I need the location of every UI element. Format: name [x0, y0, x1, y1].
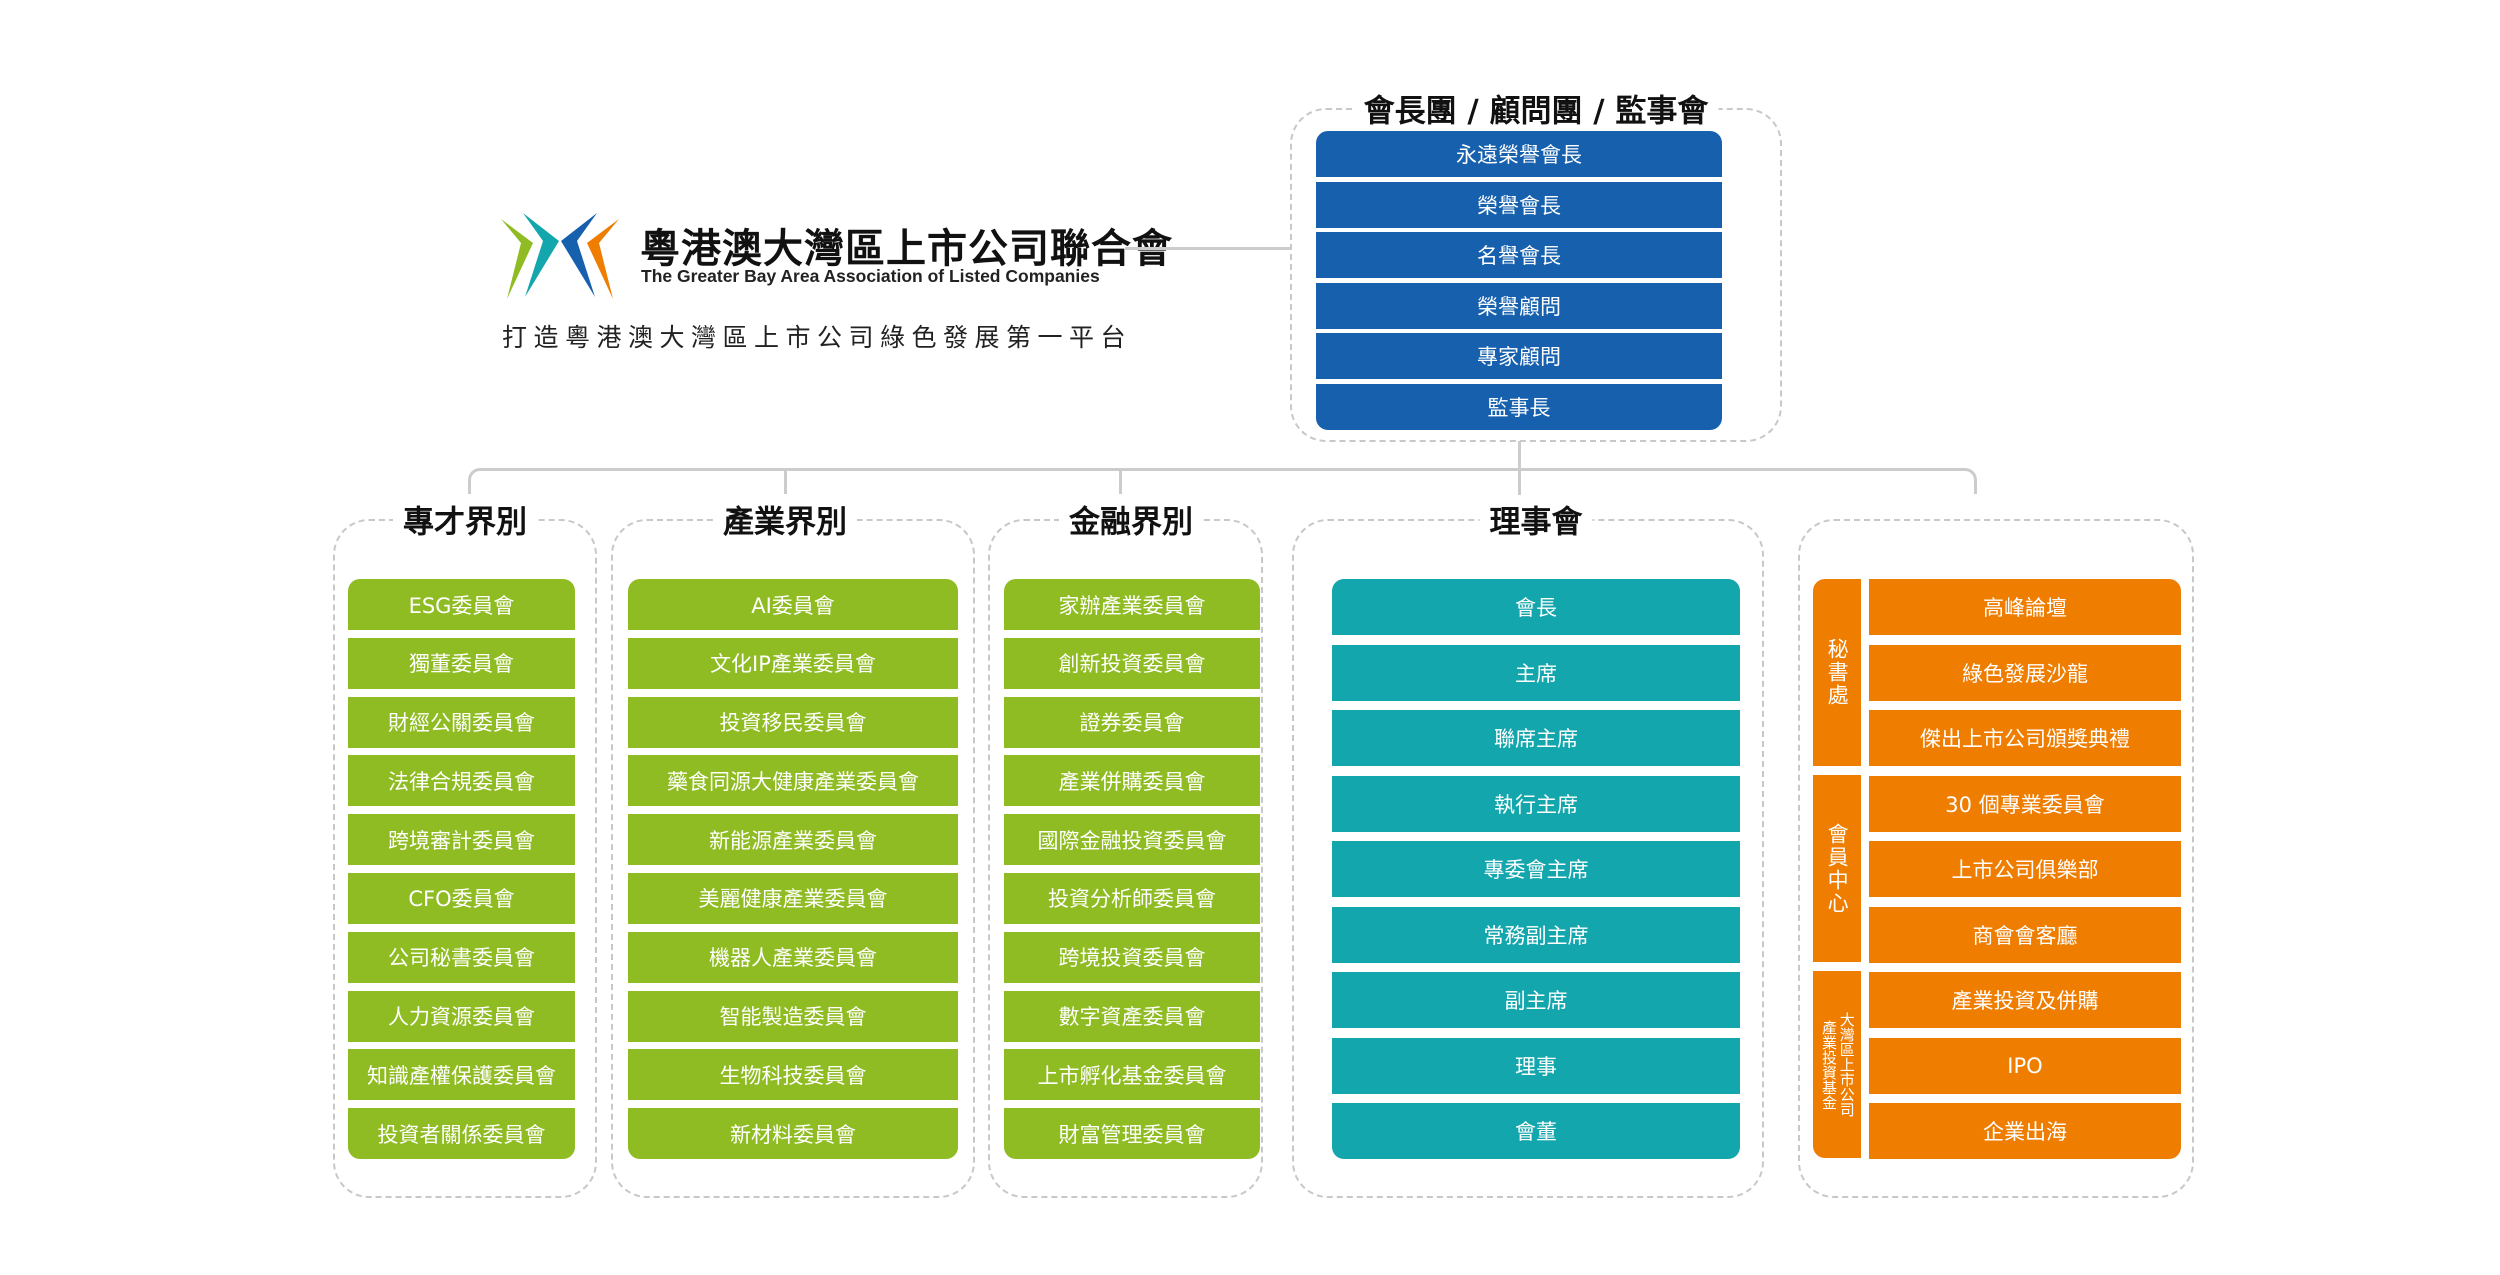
industry-item: 美麗健康產業委員會 [628, 872, 958, 924]
industry-item: 機器人產業委員會 [628, 931, 958, 983]
department-item: 商會會客廳 [1869, 906, 2181, 963]
department-item: 傑出上市公司頒獎典禮 [1869, 710, 2181, 766]
secretariat-label-text: 秘書處 [1825, 638, 1850, 707]
leadership-item: 專家顧問 [1316, 333, 1722, 380]
logo-blue-chevron [561, 213, 597, 297]
investment-fund-label-line: 產業投資基金 [1820, 1019, 1838, 1110]
finance-item: 財富管理委員會 [1004, 1108, 1260, 1160]
investment-fund-label: 大灣區上市公司 產業投資基金 [1813, 971, 1861, 1158]
industry-item: 投資移民委員會 [628, 696, 958, 748]
professional-list: ESG委員會 獨董委員會 財經公關委員會 法律合規委員會 跨境審計委員會 CFO… [348, 579, 575, 1160]
logo-orange-chevron [587, 219, 619, 299]
professional-heading: 專才界別 [393, 496, 537, 542]
finance-item: 上市孵化基金委員會 [1004, 1049, 1260, 1101]
four-chevron-logo-icon [501, 213, 619, 299]
department-item: 上市公司俱樂部 [1869, 841, 2181, 897]
branch-connector-line [468, 468, 1977, 494]
finance-item: 跨境投資委員會 [1004, 931, 1260, 983]
industry-item: 文化IP產業委員會 [628, 637, 958, 689]
council-item: 副主席 [1332, 972, 1740, 1028]
council-item: 執行主席 [1332, 775, 1740, 832]
member-center-label: 會員中心 [1813, 775, 1861, 962]
member-center-label-text: 會員中心 [1825, 822, 1850, 915]
leadership-item: 榮譽顧問 [1316, 282, 1722, 329]
leadership-item: 名譽會長 [1316, 232, 1722, 279]
professional-item: 獨董委員會 [348, 637, 575, 689]
leadership-item: 監事長 [1316, 383, 1722, 430]
department-item: 產業投資及併購 [1869, 972, 2181, 1028]
industry-item: 生物科技委員會 [628, 1049, 958, 1101]
organization-title-cn: 粵港澳大灣區上市公司聯合會 [640, 226, 1173, 272]
finance-item: 數字資產委員會 [1004, 990, 1260, 1042]
finance-item: 國際金融投資委員會 [1004, 814, 1260, 866]
finance-item: 證券委員會 [1004, 696, 1260, 748]
leadership-list: 永遠榮譽會長 榮譽會長 名譽會長 榮譽顧問 專家顧問 監事長 [1316, 131, 1722, 430]
departments-group-box [1798, 519, 2194, 1198]
department-item: 綠色發展沙龍 [1869, 644, 2181, 701]
organization-title-en: The Greater Bay Area Association of List… [641, 266, 1100, 286]
department-item: 高峰論壇 [1869, 579, 2181, 635]
council-list: 會長 主席 聯席主席 執行主席 專委會主席 常務副主席 副主席 理事 會董 [1332, 579, 1740, 1159]
industry-heading: 產業界別 [713, 496, 857, 542]
professional-item: 投資者關係委員會 [348, 1108, 575, 1160]
council-item: 常務副主席 [1332, 906, 1740, 963]
logo-green-chevron [501, 219, 533, 299]
industry-list: AI委員會 文化IP產業委員會 投資移民委員會 藥食同源大健康產業委員會 新能源… [628, 579, 958, 1160]
professional-item: 人力資源委員會 [348, 990, 575, 1042]
professional-item: 法律合規委員會 [348, 755, 575, 807]
council-item: 會董 [1332, 1103, 1740, 1159]
industry-connector-stub [784, 468, 787, 494]
professional-item: ESG委員會 [348, 579, 575, 630]
department-item: 企業出海 [1869, 1103, 2181, 1159]
finance-list: 家辦產業委員會 創新投資委員會 證券委員會 產業併購委員會 國際金融投資委員會 … [1004, 579, 1260, 1160]
industry-item: AI委員會 [628, 579, 958, 630]
professional-item: 財經公關委員會 [348, 696, 575, 748]
finance-item: 創新投資委員會 [1004, 637, 1260, 689]
council-item: 理事 [1332, 1037, 1740, 1094]
finance-item: 產業併購委員會 [1004, 755, 1260, 807]
leadership-item: 榮譽會長 [1316, 181, 1722, 228]
department-item: IPO [1869, 1037, 2181, 1094]
tagline: 打造粵港澳大灣區上市公司綠色發展第一平台 [502, 323, 1133, 352]
professional-item: 公司秘書委員會 [348, 931, 575, 983]
professional-item: 跨境審計委員會 [348, 814, 575, 866]
department-item: 30 個專業委員會 [1869, 775, 2181, 832]
council-item: 專委會主席 [1332, 841, 1740, 897]
industry-item: 新材料委員會 [628, 1108, 958, 1160]
council-item: 主席 [1332, 644, 1740, 701]
council-heading: 理事會 [1479, 496, 1593, 542]
council-item: 會長 [1332, 579, 1740, 635]
professional-item: CFO委員會 [348, 872, 575, 924]
finance-item: 投資分析師委員會 [1004, 872, 1260, 924]
leadership-heading: 會長團 / 顧問團 / 監事會 [1353, 85, 1719, 131]
leadership-item: 永遠榮譽會長 [1316, 131, 1722, 177]
finance-heading: 金融界別 [1059, 496, 1203, 542]
industry-item: 藥食同源大健康產業委員會 [628, 755, 958, 807]
logo-teal-chevron [523, 213, 559, 297]
logo-connector-line [1125, 247, 1291, 250]
departments-list: 高峰論壇 綠色發展沙龍 傑出上市公司頒獎典禮 30 個專業委員會 上市公司俱樂部… [1869, 579, 2181, 1159]
investment-fund-label-line: 大灣區上市公司 [1837, 1012, 1856, 1117]
professional-item: 知識產權保護委員會 [348, 1049, 575, 1101]
secretariat-label: 秘書處 [1813, 579, 1861, 766]
industry-item: 新能源產業委員會 [628, 814, 958, 866]
industry-item: 智能製造委員會 [628, 990, 958, 1042]
finance-connector-stub [1119, 468, 1122, 494]
council-item: 聯席主席 [1332, 710, 1740, 766]
finance-item: 家辦產業委員會 [1004, 579, 1260, 630]
